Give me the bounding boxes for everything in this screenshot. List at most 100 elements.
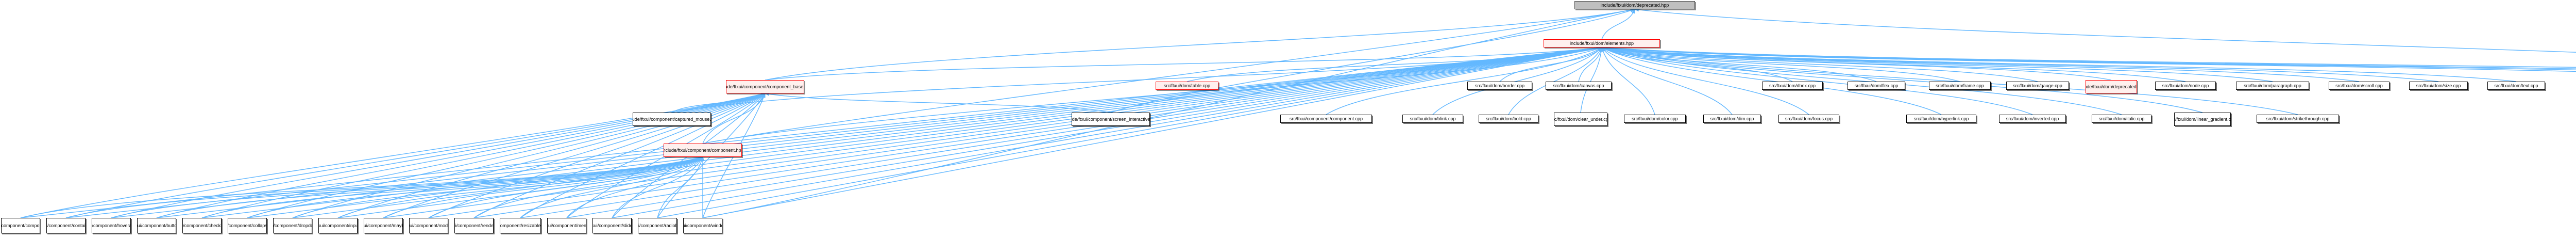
graph-node-n13[interactable]: src/ftxui/dom/scroll.cpp — [2329, 82, 2389, 90]
graph-node-label-line: src/ftxui/dom/frame.cpp — [1936, 83, 1984, 88]
graph-node-n30[interactable]: src/ftxui/dom/inverted.cpp — [1999, 115, 2066, 123]
graph-edge — [765, 46, 1602, 81]
graph-node-label-line: src/ftxui/component — [228, 223, 252, 228]
graph-node-label-line: src/ftxui/dom/linear — [2175, 117, 2208, 122]
graph-node-n39[interactable]: src/ftxui/component/checkbox.cpp — [182, 218, 222, 233]
graph-node-n49[interactable]: src/ftxui/component/radiobox.cpp — [638, 218, 677, 233]
graph-node-label-line: src/ftxui/dom/dbox.cpp — [1769, 83, 1816, 88]
graph-node-label-line: src/ftxui/dom/bold.cpp — [1486, 116, 1531, 121]
graph-node-label-line: src/ftxui/component — [1, 223, 24, 228]
graph-node-label-line: /component.hpp — [710, 148, 742, 153]
graph-node-label-line: src/ftxui/dom/text.cpp — [2494, 83, 2538, 88]
graph-edge — [337, 46, 1602, 218]
graph-node-n44[interactable]: src/ftxui/component/modal.cpp — [409, 218, 448, 233]
graph-node-n25[interactable]: src/ftxui/dom/clear_under.cpp — [1554, 113, 1607, 126]
graph-node-n14[interactable]: src/ftxui/dom/size.cpp — [2409, 82, 2468, 90]
graph-node-label-line: /checkbox.cpp — [207, 223, 221, 228]
graph-node-n29[interactable]: src/ftxui/dom/hyperlink.cpp — [1906, 115, 1976, 123]
graph-node-n45[interactable]: src/ftxui/component/renderer.cpp — [454, 218, 494, 233]
graph-node-n22[interactable]: src/ftxui/component/component.cpp — [1280, 115, 1372, 123]
graph-node-label-line: include/ftxui/component — [726, 84, 767, 89]
graph-node-n24[interactable]: src/ftxui/dom/bold.cpp — [1479, 115, 1538, 123]
graph-edge — [1578, 47, 1603, 82]
graph-edge — [1601, 46, 2576, 72]
graph-node-label-line: src/ftxui/dom/strikethrough.cpp — [2266, 116, 2330, 121]
graph-node-n35[interactable]: src/ftxui/component/component.cpp — [1, 218, 40, 233]
graph-node-label-line: /radiobox.cpp — [664, 223, 676, 228]
graph-node-n43[interactable]: src/ftxui/component/maybe.cpp — [364, 218, 403, 233]
graph-node-n12[interactable]: src/ftxui/dom/paragraph.cpp — [2236, 82, 2309, 90]
graph-node-n0[interactable]: include/ftxui/dom/deprecated.hpp — [1574, 1, 1695, 9]
graph-node-label-line: /deprecated.hpp — [2112, 84, 2137, 89]
graph-node-label-line: src/ftxui/component — [593, 223, 622, 228]
graph-node-n28[interactable]: src/ftxui/dom/focus.cpp — [1778, 115, 1839, 123]
graph-node-label-line: src/ftxui/component — [318, 223, 348, 228]
graph-node-n6[interactable]: src/ftxui/dom/dbox.cpp — [1762, 82, 1823, 90]
graph-node-n46[interactable]: src/ftxui/component/resizable_split.cpp — [500, 218, 541, 233]
graph-edge — [1110, 47, 1602, 113]
graph-edge — [671, 93, 766, 113]
graph-node-label-line: src/ftxui/component — [409, 223, 438, 228]
graph-node-label-line: src/ftxui/dom/italic.cpp — [2098, 116, 2145, 121]
graph-node-label-line: src/ftxui/dom/scroll.cpp — [2335, 83, 2383, 88]
graph-edge — [1601, 47, 1809, 115]
graph-node-n36[interactable]: src/ftxui/component/container.cpp — [46, 218, 86, 233]
graph-edge — [247, 46, 1602, 218]
graph-node-label-line: /maybe.cpp — [391, 223, 403, 228]
graph-node-n32[interactable]: src/ftxui/dom/linear_gradient.cpp — [2174, 113, 2231, 126]
graph-edge — [1187, 46, 1602, 82]
graph-node-n40[interactable]: src/ftxui/component/collapsible.cpp — [228, 218, 267, 233]
graph-node-n4[interactable]: src/ftxui/dom/border.cpp — [1467, 82, 1532, 90]
graph-node-label-line: src/ftxui/dom/gauge.cpp — [2013, 83, 2062, 88]
graph-edge — [520, 46, 1602, 218]
graph-node-n38[interactable]: src/ftxui/component/button.cpp — [137, 218, 176, 233]
graph-node-n11[interactable]: src/ftxui/dom/node.cpp — [2155, 82, 2216, 90]
graph-node-n8[interactable]: src/ftxui/dom/frame.cpp — [1929, 82, 1991, 90]
graph-edge — [337, 156, 703, 218]
graph-edge — [1110, 9, 1635, 113]
graph-node-label-line: src/ftxui/dom/border.cpp — [1475, 83, 1525, 88]
graph-node-label-line: src/ftxui/component — [684, 223, 710, 228]
graph-edge — [1601, 47, 1793, 82]
graph-node-n48[interactable]: src/ftxui/component/slider.cpp — [592, 218, 632, 233]
graph-node-n21[interactable]: include/ftxui/component/screen_interacti… — [1072, 113, 1150, 126]
graph-node-label-line: /slider.cpp — [621, 223, 631, 228]
graph-edge — [1601, 46, 1960, 82]
graph-edge — [1601, 46, 2360, 82]
graph-node-n26[interactable]: src/ftxui/dom/color.cpp — [1624, 115, 1686, 123]
graph-edge — [111, 46, 1602, 218]
graph-node-n31[interactable]: src/ftxui/dom/italic.cpp — [2092, 115, 2151, 123]
graph-node-n5[interactable]: src/ftxui/dom/canvas.cpp — [1546, 82, 1612, 90]
graph-node-label-line: include/ftxui/dom/deprecated.hpp — [1600, 3, 1669, 8]
graph-node-label-line: src/ftxui/dom/node.cpp — [2162, 83, 2209, 88]
graph-node-label-line: src/ftxui/dom/size.cpp — [2416, 83, 2461, 88]
graph-node-label-line: src/ftxui/dom/table.cpp — [1163, 83, 1211, 88]
graph-edge — [566, 156, 703, 218]
graph-node-n20[interactable]: include/ftxui/component/captured_mouse.h… — [633, 113, 711, 126]
graph-node-n33[interactable]: src/ftxui/dom/strikethrough.cpp — [2257, 115, 2339, 123]
graph-node-n23[interactable]: src/ftxui/dom/blink.cpp — [1402, 115, 1463, 123]
graph-node-n1[interactable]: include/ftxui/dom/elements.hpp — [1544, 39, 1660, 47]
graph-node-n41[interactable]: src/ftxui/component/dropdown.cpp — [273, 218, 312, 233]
graph-node-n9[interactable]: src/ftxui/dom/gauge.cpp — [2006, 82, 2069, 90]
graph-node-label-line: src/ftxui/component — [455, 223, 481, 228]
graph-edge — [1601, 47, 2033, 115]
graph-edge — [1601, 46, 2576, 69]
graph-node-n10[interactable]: include/ftxui/dom/deprecated.hpp — [2086, 80, 2137, 93]
graph-node-n3[interactable]: src/ftxui/dom/table.cpp — [1156, 82, 1218, 90]
graph-node-n27[interactable]: src/ftxui/dom/dim.cpp — [1703, 115, 1761, 123]
graph-edge — [20, 46, 1602, 218]
graph-node-label-line: /captured_mouse.hpp — [673, 117, 711, 122]
graph-node-n37[interactable]: src/ftxui/component/hoverable.cpp — [92, 218, 131, 233]
graph-node-n42[interactable]: src/ftxui/component/input.cpp — [318, 218, 358, 233]
graph-node-n50[interactable]: src/ftxui/component/window.cpp — [683, 218, 722, 233]
graph-node-label-line: src/ftxui/component — [500, 223, 521, 228]
graph-node-n15[interactable]: src/ftxui/dom/text.cpp — [2487, 82, 2545, 90]
graph-node-n7[interactable]: src/ftxui/dom/flex.cpp — [1848, 82, 1905, 90]
graph-node-n2[interactable]: include/ftxui/component/component_base.h… — [726, 80, 804, 93]
graph-edge — [657, 156, 704, 218]
graph-node-n34[interactable]: include/ftxui/component/component.hpp — [664, 144, 742, 157]
graph-edge — [1499, 47, 1602, 82]
